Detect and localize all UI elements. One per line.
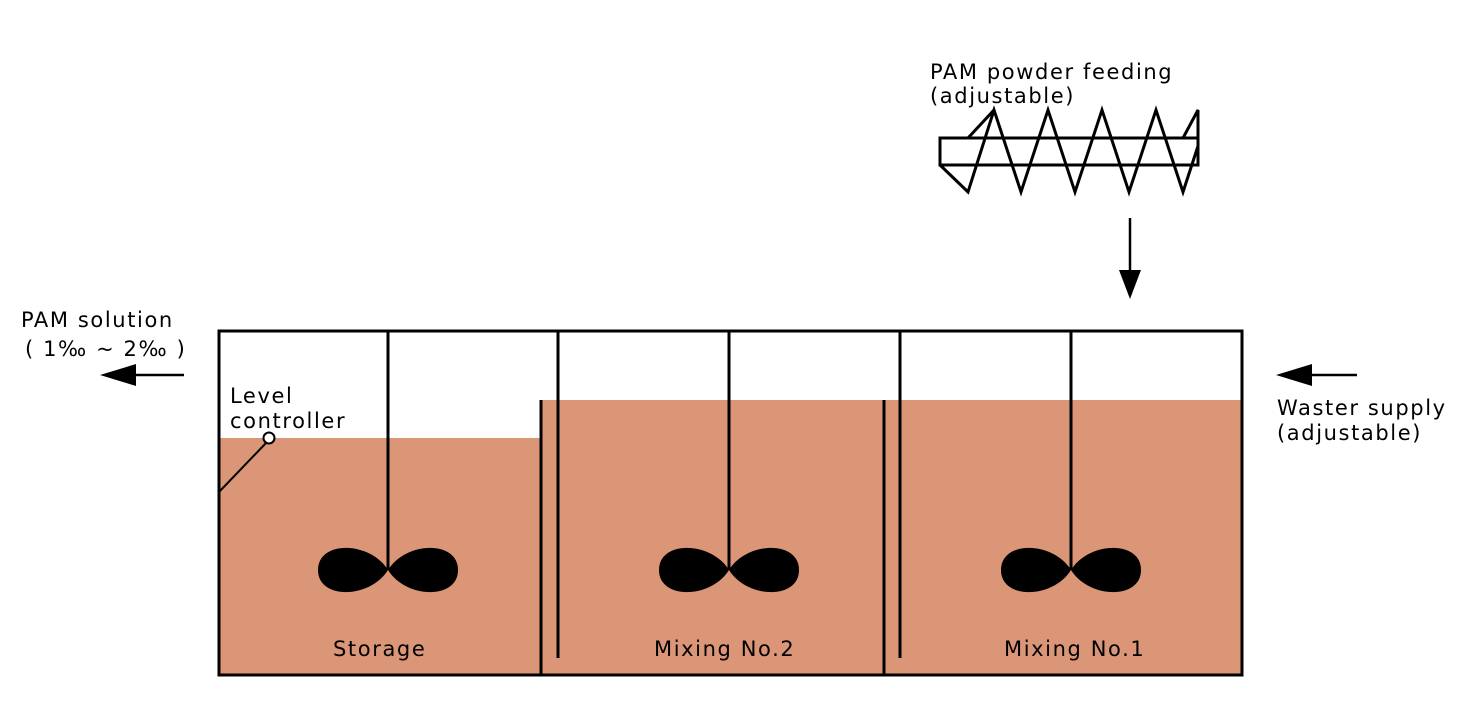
solution-output-arrow-icon [100,364,184,386]
mixing-no2-liquid [541,400,884,675]
tank-label-mixing-no1: Mixing No.1 [1004,637,1146,661]
supply-label-line1: Waster supply [1277,396,1447,420]
level-controller-icon [218,431,276,493]
tank-label-storage: Storage [333,637,427,661]
agitator-mixing-no1-icon [1001,331,1141,593]
output-label-line2: ( 1‰ ~ 2‰ ) [25,337,187,361]
feeder-label-line1: PAM powder feeding [930,60,1174,84]
level-controller-label-line2: controller [230,409,347,433]
level-controller-label-line1: Level [230,384,294,408]
powder-feed-arrow-icon [1119,218,1141,299]
agitator-storage-icon [318,331,458,593]
screw-feeder-icon [938,105,1200,197]
storage-liquid [219,438,541,675]
output-label-line1: PAM solution [21,308,174,332]
supply-label-line2: (adjustable) [1277,421,1423,445]
mixing-no1-liquid [884,400,1242,675]
agitator-mixing-no2-icon [659,331,799,593]
water-supply-arrow-icon [1276,364,1357,386]
feeder-label-line2: (adjustable) [930,84,1076,108]
tank-label-mixing-no2: Mixing No.2 [654,637,796,661]
